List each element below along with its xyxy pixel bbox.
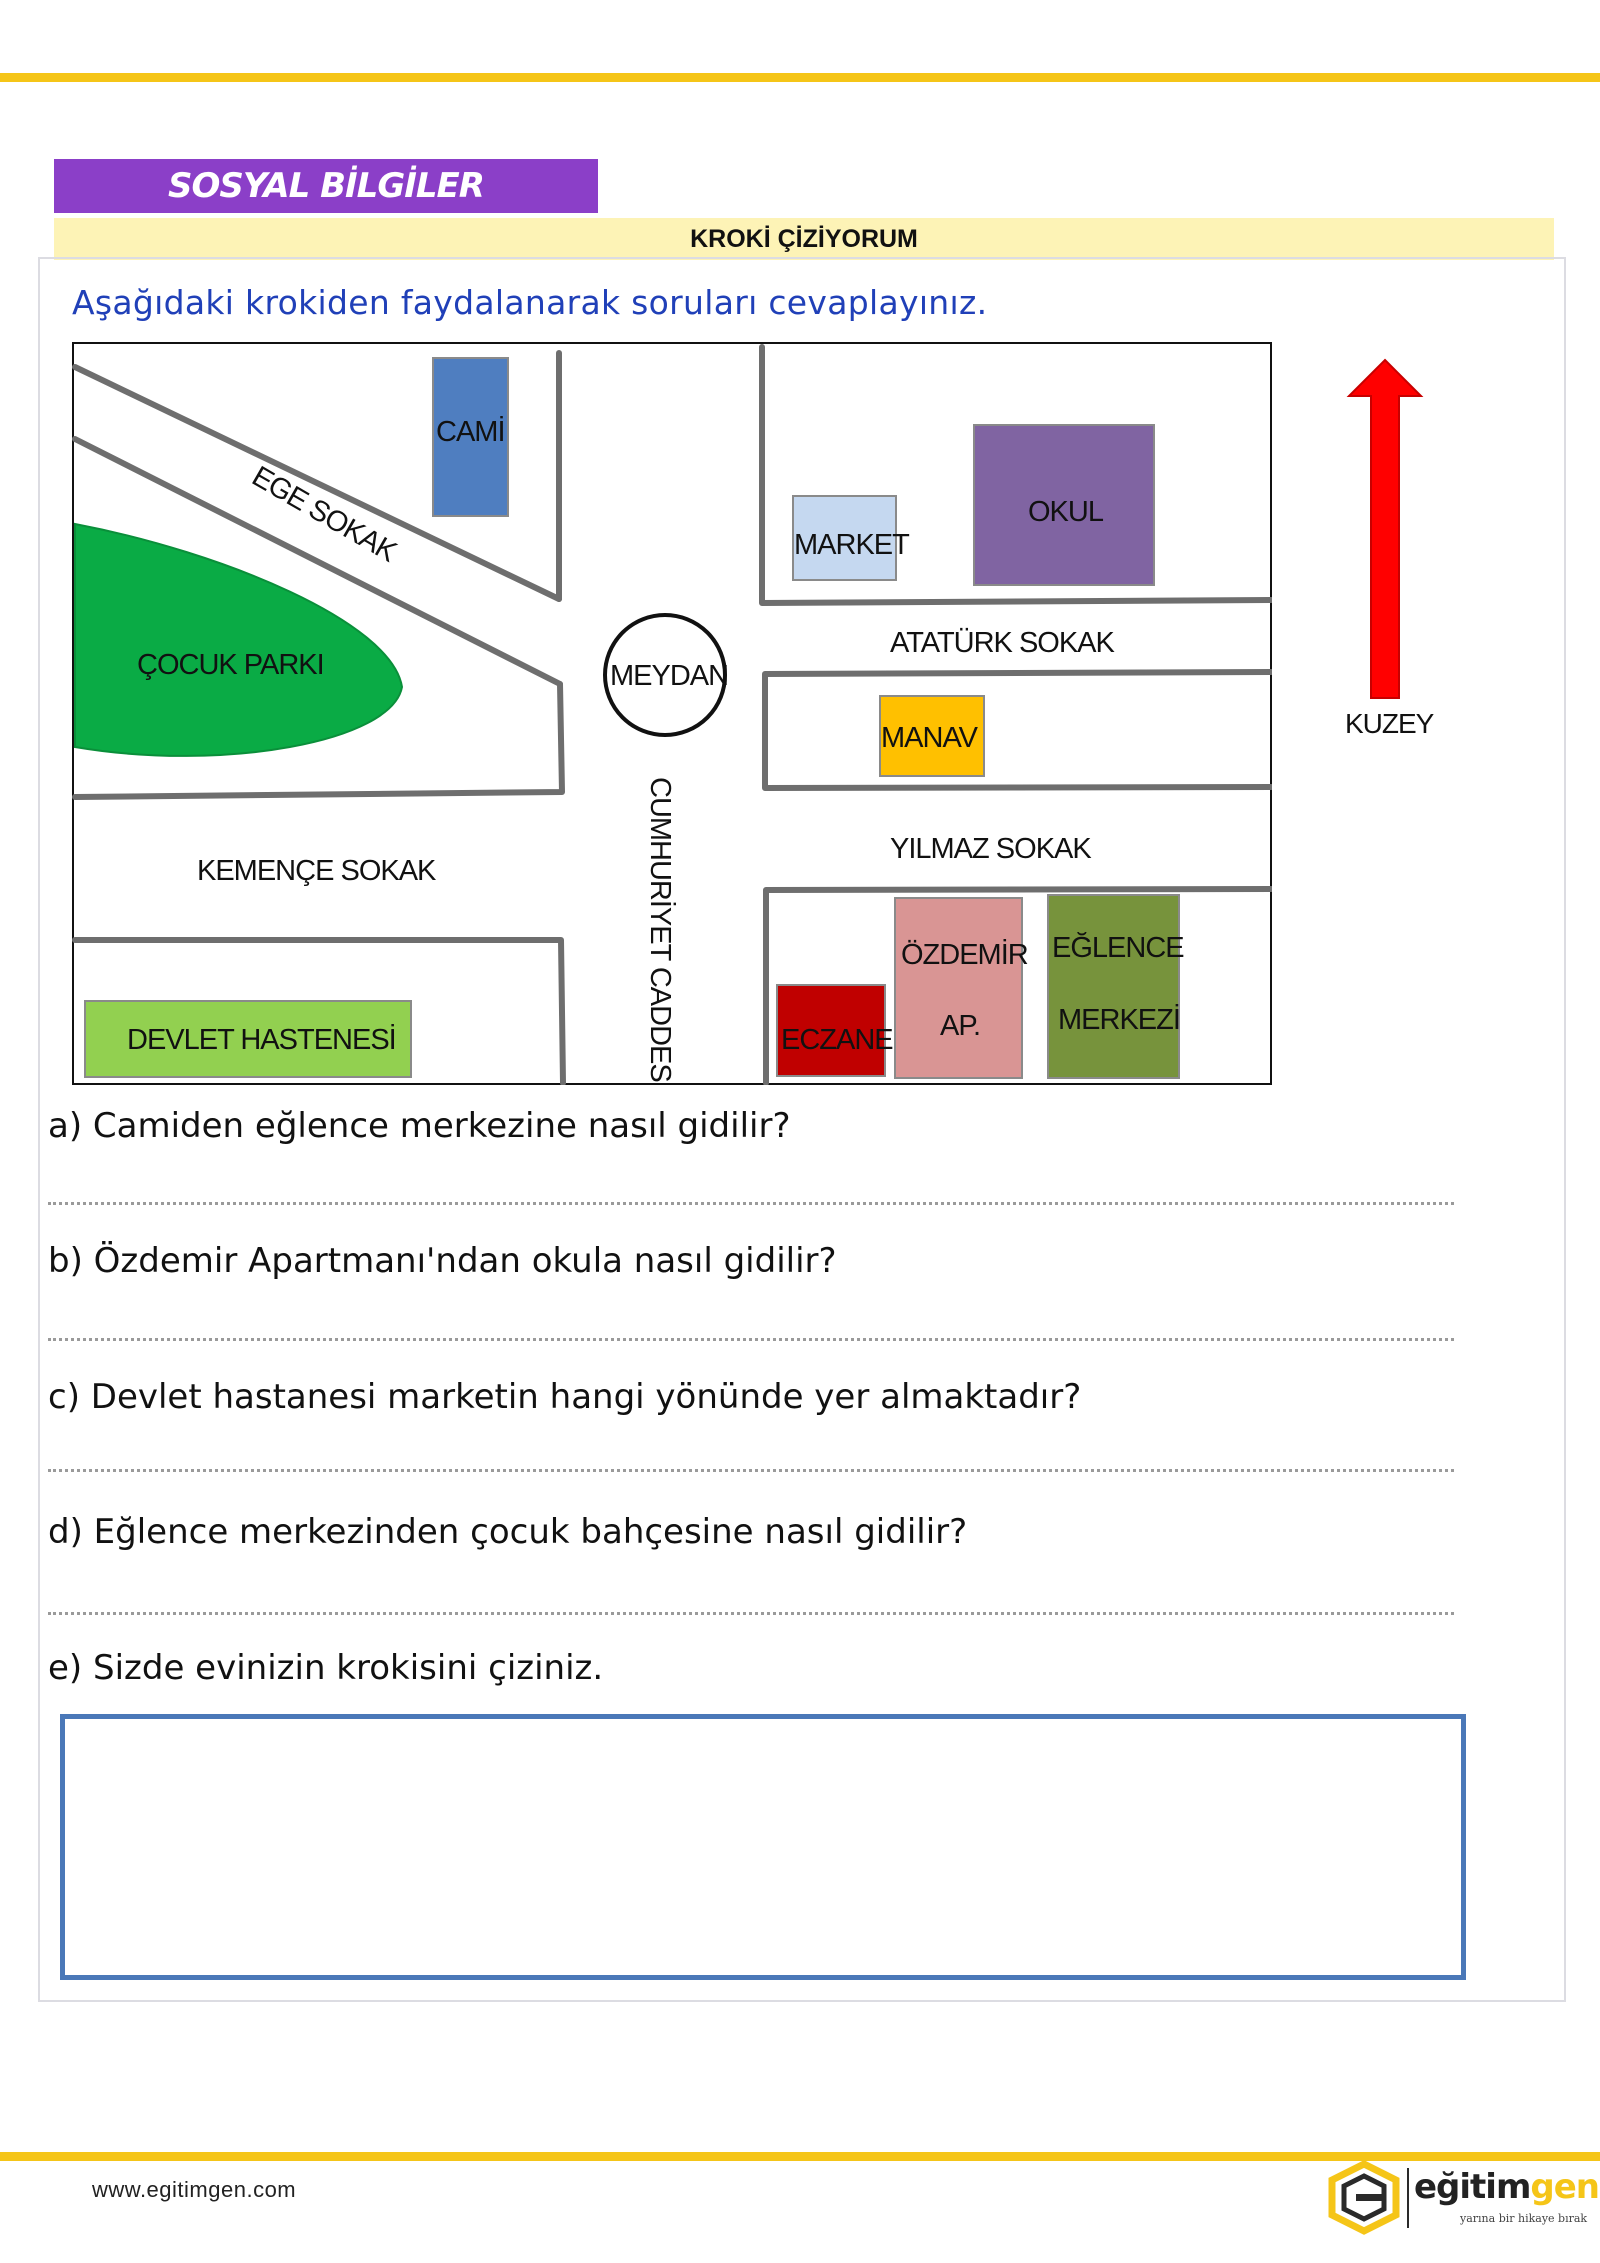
manav-label: MANAV xyxy=(881,722,979,754)
brand-tagline: yarına bir hikaye bırak xyxy=(1460,2212,1588,2225)
eczane-label: ECZANE xyxy=(781,1024,893,1056)
meydan-circle xyxy=(603,613,727,737)
answer-line-c[interactable] xyxy=(48,1469,1454,1472)
question-c: c) Devlet hastanesi marketin hangi yönün… xyxy=(48,1377,1082,1417)
question-d: d) Eğlence merkezinden çocuk bahçesine n… xyxy=(48,1512,968,1552)
market-label: MARKET xyxy=(794,529,910,561)
eglence-label-line2: MERKEZİ xyxy=(1058,1003,1180,1036)
kemence-sokak-label: KEMENÇE SOKAK xyxy=(197,855,437,887)
bottom-accent-bar xyxy=(0,2152,1600,2161)
sketch-map: ÇOCUK PARKI CAMİ MARKET OKUL MANAV ÖZDEM… xyxy=(72,342,1272,1085)
ozdemir-label-line2: AP. xyxy=(940,1010,980,1042)
okul-building xyxy=(973,424,1155,586)
market-building xyxy=(792,495,897,581)
yilmaz-sokak-label: YILMAZ SOKAK xyxy=(890,833,1092,865)
question-b: b) Özdemir Apartmanı'ndan okula nasıl gi… xyxy=(48,1241,837,1281)
eglence-merkezi-building xyxy=(1047,894,1180,1079)
subject-banner: SOSYAL BİLGİLER xyxy=(54,159,598,213)
ege-road-north-edge xyxy=(72,364,562,602)
answer-line-b[interactable] xyxy=(48,1338,1454,1341)
ozdemir-label-line1: ÖZDEMİR xyxy=(901,938,1028,971)
top-accent-bar xyxy=(0,73,1600,82)
kuzey-label: KUZEY xyxy=(1345,708,1434,739)
question-e: e) Sizde evinizin krokisini çiziniz. xyxy=(48,1648,604,1688)
okul-label: OKUL xyxy=(1028,496,1104,528)
answer-line-a[interactable] xyxy=(48,1202,1454,1205)
answer-line-d[interactable] xyxy=(48,1612,1454,1615)
brand-accent: gen xyxy=(1530,2167,1600,2207)
north-arrow-icon xyxy=(1346,358,1424,699)
north-arrow-shape xyxy=(1346,358,1424,699)
manav-building xyxy=(879,695,985,777)
kemence-north-edge xyxy=(72,681,565,800)
ege-road-south-edge xyxy=(72,436,563,687)
manav-block xyxy=(762,669,1272,791)
cocuk-parki-area xyxy=(74,522,404,757)
yilmaz-south-edge xyxy=(763,886,1272,1085)
cumhuriyet-caddesi-label: CUMHURİYET CADDESİ xyxy=(644,777,677,1085)
ataturk-north-edge xyxy=(759,344,1272,606)
devlet-hastanesi-building xyxy=(84,1000,412,1078)
instruction-text: Aşağıdaki krokiden faydalanarak soruları… xyxy=(72,283,988,322)
kemence-south-edge xyxy=(72,937,566,1085)
eczane-building xyxy=(776,984,886,1077)
drawing-area-box[interactable] xyxy=(60,1714,1466,1980)
hastane-label: DEVLET HASTENESİ xyxy=(127,1023,396,1056)
ataturk-sokak-label: ATATÜRK SOKAK xyxy=(890,627,1116,659)
brand-main: eğitim xyxy=(1414,2167,1531,2207)
eglence-label-line1: EĞLENCE xyxy=(1052,931,1184,964)
cami-label: CAMİ xyxy=(436,415,505,448)
ozdemir-apartment xyxy=(894,897,1023,1079)
cami-building xyxy=(432,357,509,517)
brand-name: eğitimgen xyxy=(1414,2167,1600,2207)
meydan-label: MEYDAN xyxy=(610,660,728,692)
worksheet-title: KROKİ ÇİZİYORUM xyxy=(54,218,1554,260)
question-a: a) Camiden eğlence merkezine nasıl gidil… xyxy=(48,1106,791,1146)
cocuk-parki-label: ÇOCUK PARKI xyxy=(137,649,324,681)
egitimgen-logo-icon xyxy=(1328,2160,1409,2235)
content-frame xyxy=(38,257,1566,2002)
footer-website: www.egitimgen.com xyxy=(92,2177,297,2202)
